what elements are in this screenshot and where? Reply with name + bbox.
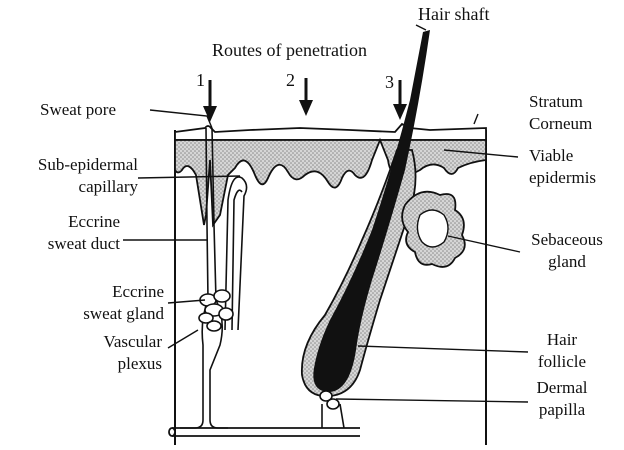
eccrine-sweat-duct-label-line1: Eccrine <box>0 212 120 232</box>
vascular-plexus-tube <box>169 428 360 436</box>
dermal-papilla-label-line2: papilla <box>522 400 602 420</box>
stratum-corneum-label-line1: Stratum <box>529 92 583 112</box>
route-3-arrow <box>393 80 407 120</box>
hair-follicle-label-line2: follicle <box>522 352 602 372</box>
sub-epidermal-capillary-label-line1: Sub-epidermal <box>0 155 138 175</box>
hair-follicle-label-line1: Hair <box>522 330 602 350</box>
sub-epidermal-capillary-label-line2: capillary <box>0 177 138 197</box>
routes-of-penetration-label: Routes of penetration <box>212 40 367 60</box>
sweat-pore-label: Sweat pore <box>40 100 116 120</box>
dermal-papilla <box>320 391 344 428</box>
viable-epidermis-label-line2: epidermis <box>529 168 596 188</box>
dermal-papilla-label-line1: Dermal <box>522 378 602 398</box>
route-1-label: 1 <box>196 70 205 90</box>
vascular-plexus-label-line2: plexus <box>0 354 162 374</box>
route-3-label: 3 <box>385 72 394 92</box>
stratum-corneum-label-line2: Corneum <box>529 114 592 134</box>
vascular-plexus-label-line1: Vascular <box>0 332 162 352</box>
sebaceous-gland-label-line2: gland <box>515 252 619 272</box>
eccrine-sweat-duct-label-line2: sweat duct <box>0 234 120 254</box>
sub-epidermal-capillary <box>225 177 247 330</box>
viable-epidermis-label-line1: Viable <box>529 146 573 166</box>
eccrine-sweat-gland-label-line1: Eccrine <box>0 282 164 302</box>
hair-shaft-label: Hair shaft <box>418 4 489 24</box>
route-2-label: 2 <box>286 70 295 90</box>
eccrine-sweat-gland-label-line2: sweat gland <box>0 304 164 324</box>
route-2-arrow <box>299 78 313 116</box>
stratum-corneum-layer <box>175 124 486 140</box>
route-arrows <box>203 78 407 122</box>
sebaceous-gland-label-line1: Sebaceous <box>515 230 619 250</box>
